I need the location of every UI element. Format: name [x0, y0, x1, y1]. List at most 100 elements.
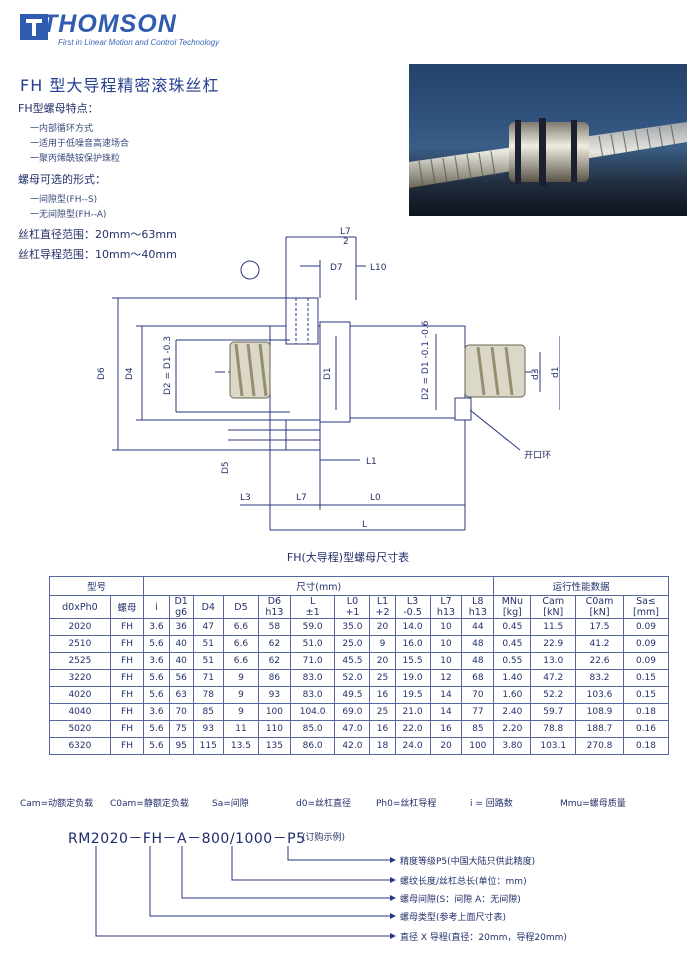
l-label: L — [362, 520, 367, 530]
table-cell: 75 — [168, 720, 194, 738]
table-cell: 9 — [222, 669, 259, 687]
table-cell: 0.45 — [493, 635, 532, 653]
table-cell: 0.09 — [622, 652, 670, 670]
d6-label: D6 — [97, 367, 107, 380]
feature-item: 一内部循环方式 — [30, 124, 94, 134]
table-cell: 45.5 — [334, 652, 371, 670]
table-cell: 47.2 — [530, 669, 577, 687]
table-cell: 70 — [461, 686, 495, 704]
column-header-line: L3 — [406, 596, 419, 607]
table-cell: FH — [109, 635, 145, 653]
order-desc-type: 螺母类型(参考上面尺寸表) — [400, 913, 507, 923]
table-cell: 5.6 — [143, 737, 170, 755]
table-cell: 100 — [257, 703, 291, 721]
table-cell: 93 — [257, 686, 291, 704]
order-code: RM2020－FH－A－800/1000－P5 — [68, 831, 306, 847]
column-header: i — [143, 595, 170, 619]
table-cell: 6.6 — [222, 652, 259, 670]
table-cell: 1.40 — [493, 669, 532, 687]
table-cell: 47.0 — [334, 720, 371, 738]
column-header: 螺母 — [109, 595, 145, 619]
table-cell: 3220 — [49, 669, 111, 687]
column-header-line: h13 — [265, 607, 284, 618]
table-cell: 69.0 — [334, 703, 371, 721]
table-cell: 0.09 — [622, 618, 670, 636]
table-cell: FH — [109, 703, 145, 721]
table-cell: 24.0 — [394, 737, 431, 755]
l1-label: L1 — [366, 457, 377, 467]
table-cell: 5020 — [49, 720, 111, 738]
table-cell: 104.0 — [289, 703, 336, 721]
diameter-range: 丝杠直径范围：20mm～63mm — [18, 228, 177, 241]
column-header-line: ±1 — [305, 607, 320, 618]
column-header: L0+1 — [334, 595, 371, 619]
table-cell: 22.0 — [394, 720, 431, 738]
table-cell: FH — [109, 618, 145, 636]
table-cell: 83.0 — [289, 686, 336, 704]
column-header-line: +2 — [375, 607, 390, 618]
table-cell: 5.6 — [143, 669, 170, 687]
table-cell: 85 — [461, 720, 495, 738]
table-cell: 25 — [369, 703, 396, 721]
table-cell: FH — [109, 686, 145, 704]
snap-ring-label: 开口环 — [524, 450, 551, 461]
table-cell: 100 — [461, 737, 495, 755]
table-cell: 21.0 — [394, 703, 431, 721]
table-cell: 3.6 — [143, 618, 170, 636]
order-desc-length: 螺纹长度/丝杠总长(单位：mm) — [400, 877, 527, 887]
brand-name: THOMSON — [42, 10, 177, 38]
table-cell: 0.15 — [622, 686, 670, 704]
column-header-line: h13 — [468, 607, 487, 618]
table-cell: 0.45 — [493, 618, 532, 636]
table-cell: 9 — [222, 703, 259, 721]
table-cell: 2.40 — [493, 703, 532, 721]
table-cell: 83.0 — [289, 669, 336, 687]
table-cell: 58 — [257, 618, 291, 636]
table-cell: 25 — [369, 669, 396, 687]
table-cell: 2020 — [49, 618, 111, 636]
l7-label: L7 — [296, 493, 307, 503]
column-header: L1+2 — [369, 595, 396, 619]
table-cell: 14 — [429, 686, 463, 704]
table-cell: 11.5 — [530, 618, 577, 636]
table-cell: 93 — [192, 720, 224, 738]
column-header-line: d0xPh0 — [62, 601, 98, 613]
table-cell: 20 — [369, 618, 396, 636]
table-cell: 71.0 — [289, 652, 336, 670]
column-header-line: L8 — [472, 596, 484, 607]
table-cell: 56 — [168, 669, 194, 687]
table-cell: 17.5 — [575, 618, 624, 636]
table-cell: 2.20 — [493, 720, 532, 738]
table-cell: 83.2 — [575, 669, 624, 687]
table-cell: 0.18 — [622, 737, 670, 755]
table-cell: 16.0 — [394, 635, 431, 653]
table-cell: 5.6 — [143, 686, 170, 704]
forms-heading: 螺母可选的形式： — [18, 173, 106, 186]
column-header-line: Cam — [542, 596, 565, 607]
column-header-line: L0 — [346, 596, 359, 607]
table-cell: 85 — [192, 703, 224, 721]
table-cell: 13.5 — [222, 737, 259, 755]
table-cell: 47 — [192, 618, 224, 636]
table-cell: 6.6 — [222, 618, 259, 636]
column-header: D5 — [222, 595, 259, 619]
legend-item: i = 回路数 — [470, 799, 513, 809]
table-cell: 15.5 — [394, 652, 431, 670]
table-cell: 115 — [192, 737, 224, 755]
table-cell: 3.80 — [493, 737, 532, 755]
table-cell: 86 — [257, 669, 291, 687]
table-cell: 4020 — [49, 686, 111, 704]
column-header: L3-0.5 — [394, 595, 431, 619]
table-cell: FH — [109, 669, 145, 687]
order-desc-diameter: 直径 X 导程(直径：20mm，导程20mm) — [400, 933, 567, 943]
table-cell: 0.09 — [622, 635, 670, 653]
table-cell: 14 — [429, 703, 463, 721]
lead-range: 丝杠导程范围：10mm～40mm — [18, 248, 177, 261]
column-header-line: g6 — [175, 607, 188, 618]
column-header-line: [kN] — [543, 607, 564, 618]
column-header-line: C0am — [585, 596, 614, 607]
table-cell: 14.0 — [394, 618, 431, 636]
table-cell: 0.18 — [622, 703, 670, 721]
